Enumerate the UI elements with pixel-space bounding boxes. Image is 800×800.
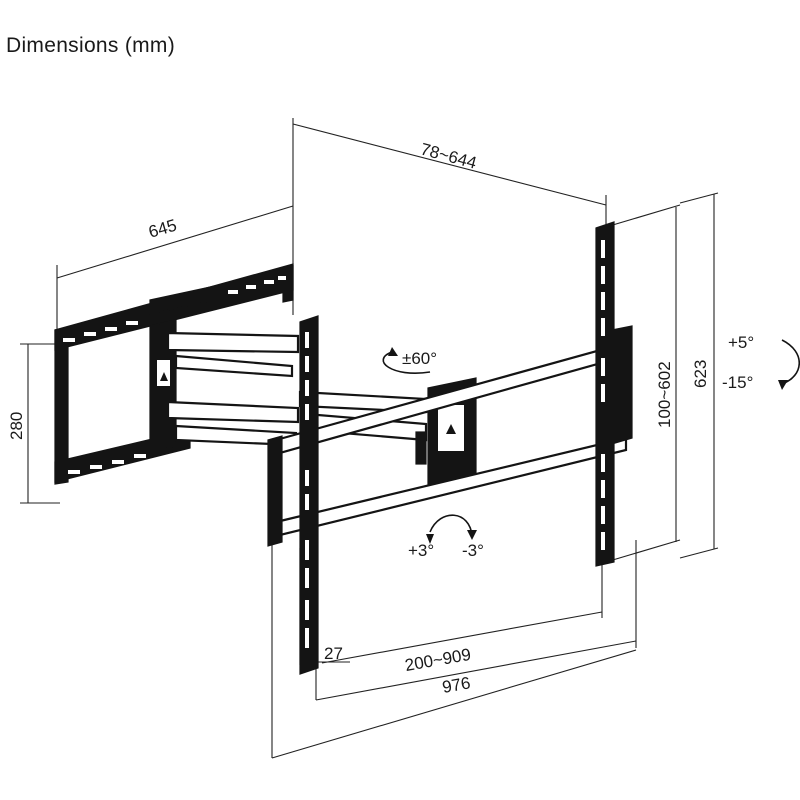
swivel-label: ±60° xyxy=(402,349,437,368)
dim-vertical-spacing-label: 100~602 xyxy=(655,361,674,428)
dim-arm-extension-label: 78~644 xyxy=(418,140,478,173)
tilt-arrow-icon xyxy=(778,339,800,390)
rotation-minus-label: -3° xyxy=(462,541,484,560)
tilt-up-label: +5° xyxy=(728,333,754,352)
rotation-plus-label: +3° xyxy=(408,541,434,560)
rotation-arrow-icon xyxy=(426,514,477,544)
tilt-down-label: -15° xyxy=(722,373,753,392)
dim-depth-label: 645 xyxy=(146,216,179,242)
dim-edge-offset-label: 27 xyxy=(324,644,343,663)
swivel-arrow-icon xyxy=(382,347,431,374)
right-vertical-rail xyxy=(595,221,615,567)
page-title: Dimensions (mm) xyxy=(6,34,176,57)
left-vertical-rail xyxy=(299,315,319,675)
dim-total-width-label: 976 xyxy=(441,673,472,697)
cross-bars xyxy=(267,325,633,547)
dim-height-label: 280 xyxy=(7,412,26,440)
dim-horizontal-spacing-label: 200~909 xyxy=(403,645,472,675)
dim-bracket-height-label: 623 xyxy=(691,360,710,388)
articulating-arms xyxy=(149,319,428,453)
